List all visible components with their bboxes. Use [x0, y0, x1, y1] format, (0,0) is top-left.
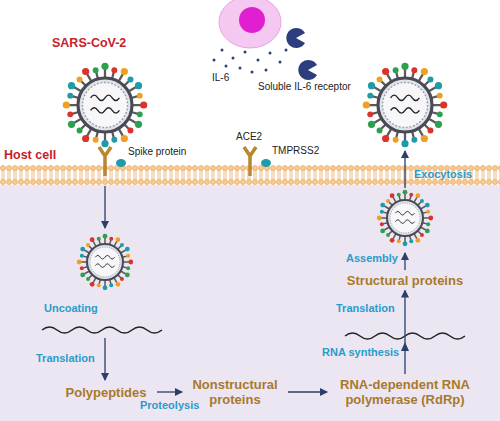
cytokine-label: IL-6 [212, 72, 229, 84]
flow-arrow [157, 391, 182, 392]
process-step: Nonstructural proteins [185, 377, 285, 407]
viral-rna [42, 327, 162, 333]
part-label: Spike protein [128, 146, 186, 158]
tmprss2-protease [116, 159, 271, 167]
step-text: Structural proteins [335, 273, 475, 288]
flow-arrow [288, 391, 327, 392]
released-virus [363, 63, 448, 148]
receptor-label: ACE2 [236, 131, 262, 143]
arrow-head [401, 342, 409, 351]
step-text: RNA-dependent RNA polymerase (RdRp) [330, 377, 480, 407]
immune-cell [219, 0, 281, 48]
process-step: RNA-dependent RNA polymerase (RdRp) [330, 377, 480, 407]
flow-arrow [404, 291, 405, 375]
process-step: Structural proteins [335, 273, 475, 288]
cell-label: Host cell [4, 148, 56, 162]
virus-particle [63, 63, 148, 148]
step-label: Uncoating [44, 302, 98, 315]
step-label: Exocytosis [414, 168, 472, 181]
ace2-receptor [99, 147, 256, 176]
step-label: Translation [336, 302, 395, 315]
step-text: Nonstructural proteins [185, 377, 285, 407]
assembled-virus [377, 190, 433, 246]
il6-receptor-symbol [286, 28, 317, 80]
step-label: Assembly [346, 252, 398, 265]
cytoplasm [0, 185, 500, 421]
receptor-label: Soluble IL-6 receptor [258, 81, 351, 93]
step-text: Polypeptides [58, 385, 154, 400]
uncoating-virus [77, 234, 133, 290]
il6-dots [213, 49, 288, 74]
process-arrow [105, 151, 405, 380]
process-step: Polypeptides [58, 385, 154, 400]
step-label: RNA synthesis [322, 346, 399, 359]
virus-name: SARS-CoV-2 [52, 36, 126, 50]
enzyme-label: TMPRSS2 [272, 145, 319, 157]
step-label: Proteolysis [140, 399, 199, 412]
step-label: Translation [36, 352, 95, 365]
viral-rna [345, 333, 465, 339]
